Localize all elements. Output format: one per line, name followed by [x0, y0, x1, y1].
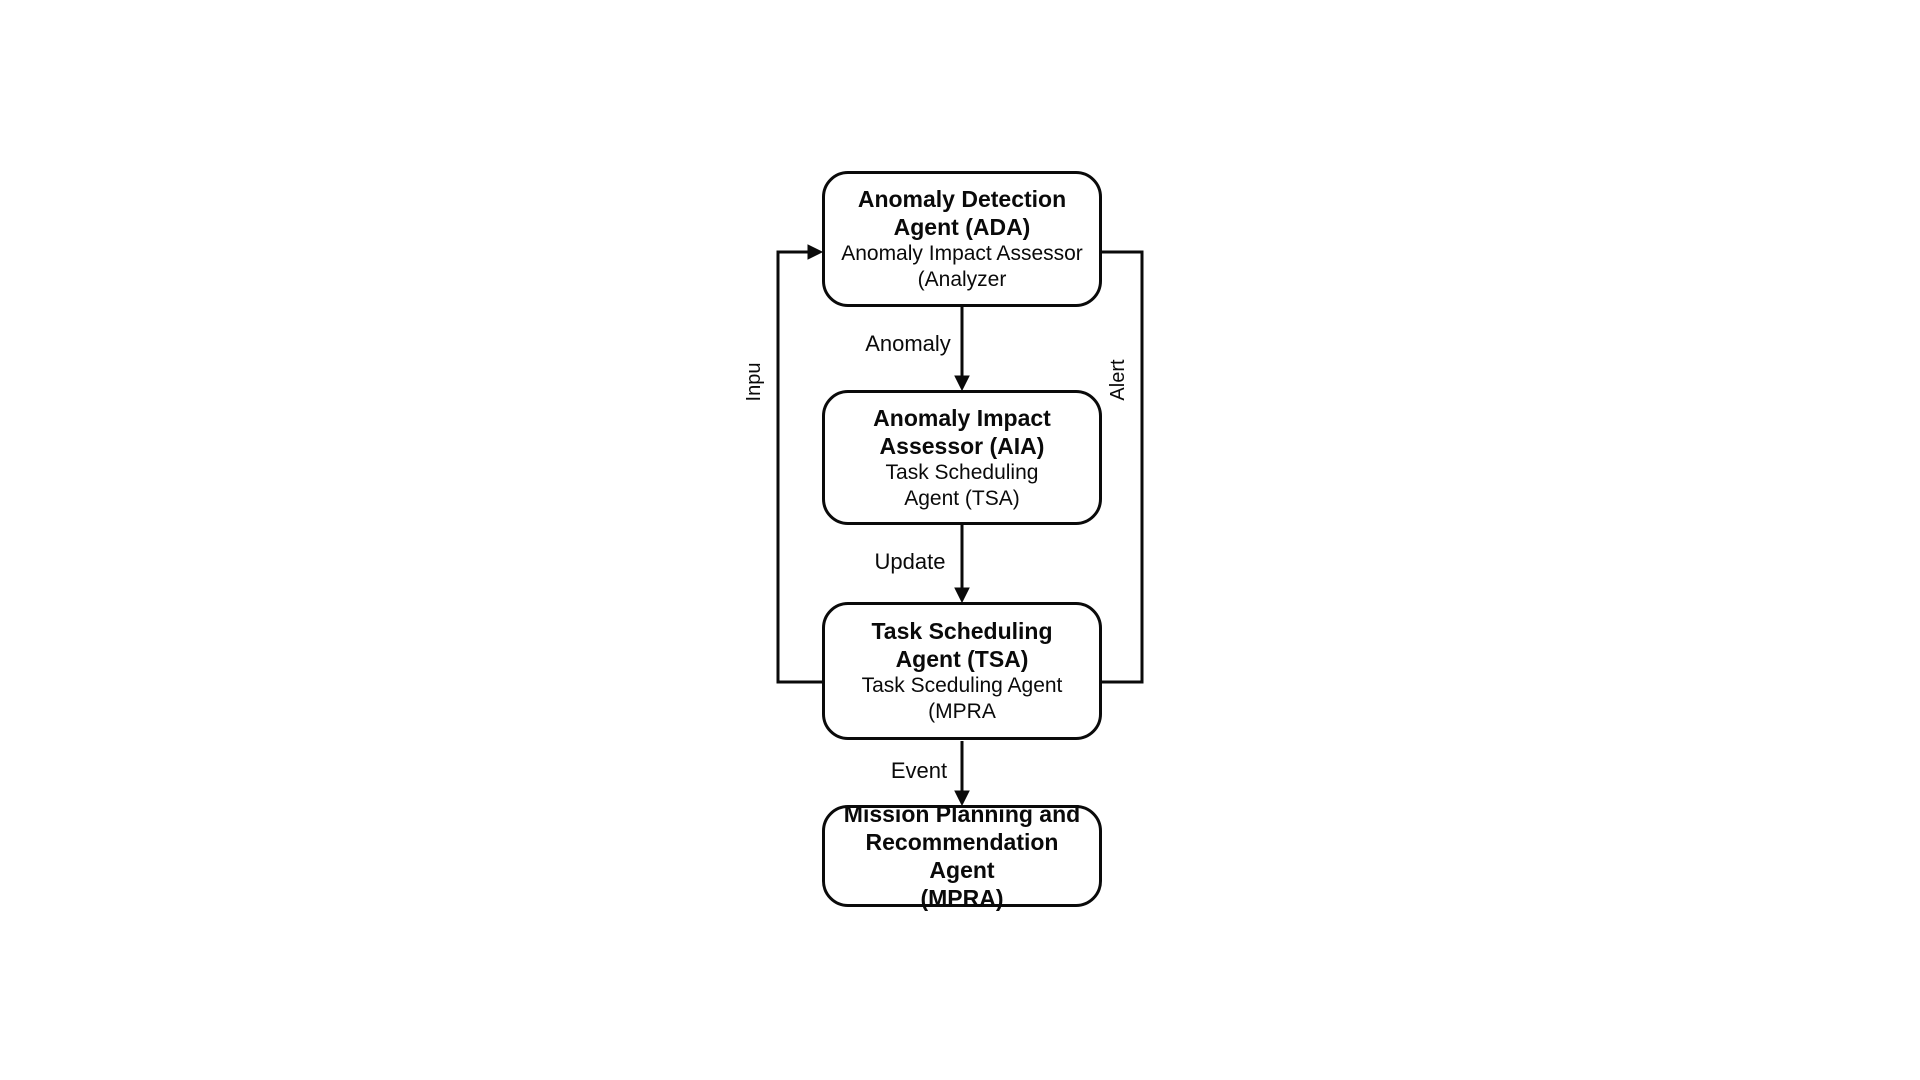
node-tsa: Task Scheduling Agent (TSA) Task Sceduli…	[822, 602, 1102, 740]
node-ada-subtitle: Anomaly Impact Assessor (Analyzer	[841, 242, 1083, 291]
node-mpra: Mission Planning and Recommendation Agen…	[822, 801, 1102, 911]
node-tsa-title: Task Scheduling Agent (TSA)	[871, 618, 1053, 672]
edge-tsa-mpra-arrowhead	[954, 790, 970, 807]
node-aia: Anomaly Impact Assessor (AIA) Task Sched…	[822, 390, 1102, 525]
edge-ada-aia-arrowhead	[954, 375, 970, 392]
edge-label-event: Event	[888, 758, 950, 783]
node-mpra-title: Mission Planning and Recommendation Agen…	[843, 801, 1081, 911]
edge-label-alert: Alert	[1107, 359, 1129, 401]
node-aia-subtitle: Task Scheduling Agent (TSA)	[885, 460, 1039, 510]
edge-tsa-ada-line	[776, 250, 822, 684]
node-aia-title: Anomaly Impact Assessor (AIA)	[873, 404, 1051, 459]
edge-label-update: Update	[872, 549, 948, 574]
edge-label-anomaly: Anomaly	[863, 331, 953, 356]
edge-tsa-ada-arrowhead	[807, 244, 824, 260]
node-tsa-subtitle: Task Sceduling Agent (MPRA	[861, 674, 1063, 723]
node-ada-title: Anomaly Detection Agent (ADA)	[857, 186, 1067, 240]
edge-label-inpu: Inpu	[743, 362, 765, 402]
node-ada: Anomaly Detection Agent (ADA) Anomaly Im…	[822, 171, 1102, 307]
edge-ada-tsa-line	[1102, 250, 1144, 684]
edge-aia-tsa-arrowhead	[954, 587, 970, 604]
